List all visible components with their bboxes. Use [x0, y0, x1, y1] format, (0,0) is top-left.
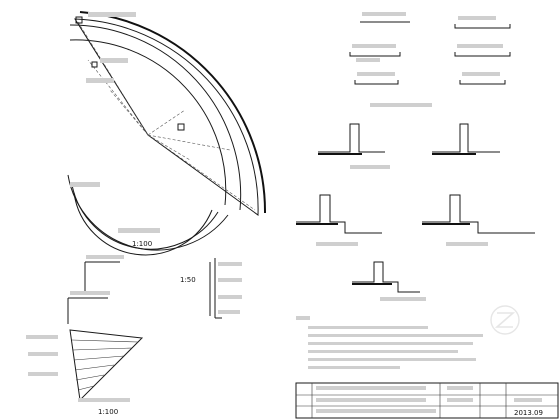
scale-label-lower: 1:100 [98, 408, 118, 416]
radial-line-5 [147, 134, 231, 151]
straight-bar-schedule [349, 12, 511, 85]
illegible-label [514, 398, 542, 402]
hook-bar-1 [318, 123, 385, 153]
illegible-label [352, 44, 396, 48]
straight-bar-3 [349, 52, 401, 57]
scale-label-main: 1:100 [132, 240, 152, 248]
fan-outline [69, 329, 144, 402]
illegible-label [370, 103, 432, 107]
illegible-label [308, 366, 400, 369]
section-marker-1 [75, 16, 83, 24]
title-block: 2013.09 [295, 382, 559, 419]
illegible-label [88, 12, 136, 17]
illegible-label [218, 262, 242, 266]
hook-detail-row-3 [352, 261, 426, 301]
illegible-label [28, 352, 58, 356]
illegible-label [86, 255, 124, 259]
illegible-label [316, 386, 426, 390]
hook-detail-row-2 [296, 194, 535, 246]
illegible-label [308, 334, 483, 337]
illegible-label [26, 335, 58, 339]
illegible-label [446, 242, 488, 246]
radial-line-7 [147, 134, 191, 161]
illegible-label [447, 398, 473, 402]
straight-bar-6 [459, 80, 506, 85]
illegible-label [86, 78, 114, 83]
radial-line-3 [109, 89, 149, 136]
straight-bar-2 [454, 24, 511, 29]
arc-sector-outline [74, 18, 259, 216]
fan-detail-view: 1:100 [26, 329, 144, 416]
illegible-label [308, 358, 476, 361]
illegible-label [316, 398, 426, 402]
illegible-label [357, 72, 395, 76]
illegible-label [28, 372, 58, 376]
straight-bar-4 [454, 52, 511, 57]
illegible-label [457, 44, 503, 48]
hook-bar-5 [352, 261, 420, 293]
illegible-label [118, 228, 160, 233]
lower-rebar-arc-inner [71, 184, 219, 250]
radial-line-2 [87, 59, 149, 136]
radial-line-4 [147, 109, 186, 136]
watermark-mark [494, 312, 516, 328]
hook-bar-4 [422, 194, 535, 234]
inner-rebar-arc [69, 39, 227, 206]
fan-rebar-5 [75, 374, 105, 381]
scale-label-small: 1:50 [180, 276, 196, 284]
middle-rebar-arc [69, 24, 242, 211]
section-marker-2 [177, 123, 185, 131]
illegible-label [458, 16, 496, 20]
illegible-label [218, 295, 242, 299]
hook-bar-3 [296, 194, 382, 234]
illegible-label [100, 58, 128, 63]
fan-rebar-1 [71, 339, 139, 343]
illegible-label [356, 58, 380, 62]
illegible-label [78, 398, 130, 402]
illegible-label [308, 342, 473, 345]
illegible-label [447, 386, 473, 390]
illegible-label [350, 165, 390, 169]
illegible-label [316, 242, 358, 246]
illegible-label [308, 326, 428, 329]
hook-bar-2 [432, 123, 500, 153]
radial-line-6 [147, 134, 256, 211]
illegible-label [70, 182, 100, 187]
circular-rebar-view: 1:100 [67, 11, 267, 256]
illegible-label [218, 310, 240, 314]
fan-rebar-3 [73, 355, 125, 361]
illegible-label [462, 72, 500, 76]
illegible-label [362, 12, 406, 16]
title-block-frame [295, 382, 559, 419]
illegible-label [380, 297, 426, 301]
illegible-label [218, 278, 242, 282]
section-marker-3 [91, 61, 98, 68]
watermark-circle [490, 305, 520, 335]
title-date: 2013.09 [514, 409, 543, 417]
outer-rebar-arc [79, 11, 267, 214]
lower-rebar-arc-third [73, 192, 213, 256]
hook-detail-row-1 [318, 103, 500, 169]
watermark-logo [490, 305, 520, 335]
straight-bar-5 [354, 80, 399, 85]
notes-block [296, 316, 483, 369]
illegible-label [296, 316, 310, 320]
fan-rebar-2 [72, 347, 133, 351]
small-bar-details: 1:50 [67, 255, 242, 324]
illegible-label [316, 409, 436, 413]
illegible-label [70, 291, 110, 295]
illegible-label [308, 350, 458, 353]
fan-rebar-4 [74, 364, 115, 371]
fan-rebar-6 [77, 385, 95, 391]
